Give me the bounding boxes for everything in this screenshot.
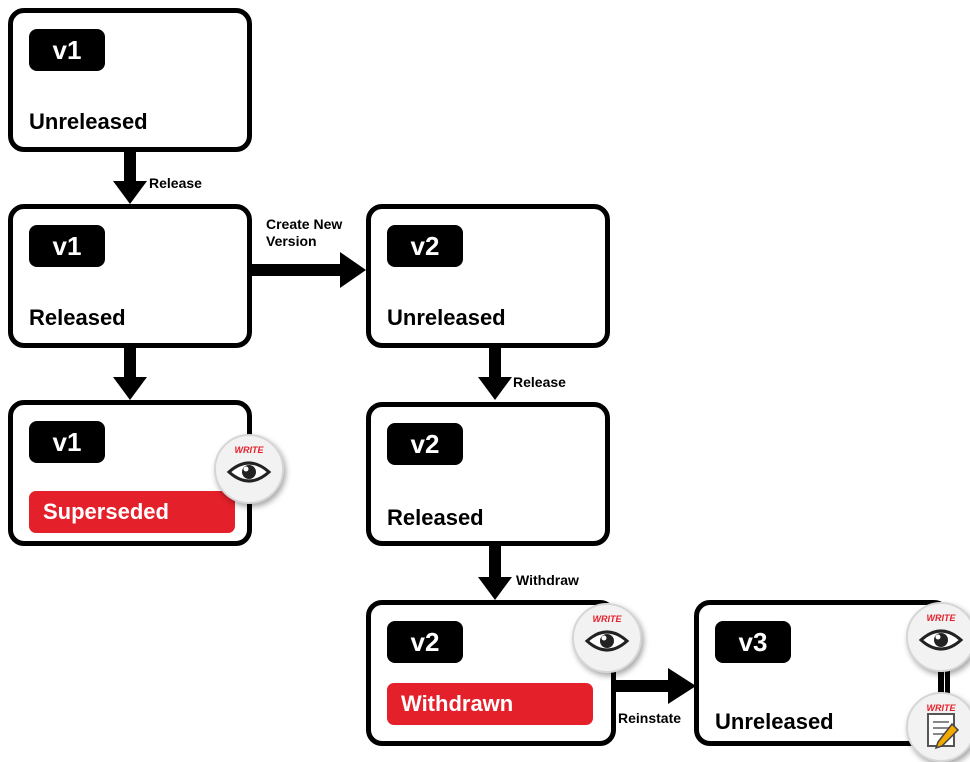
arrow-withdraw-shaft <box>489 545 501 579</box>
label-reinstate: Reinstate <box>618 710 682 726</box>
arrow-supersede-head <box>113 377 147 400</box>
version-badge: v3 <box>715 621 791 663</box>
version-badge: v2 <box>387 423 463 465</box>
arrow-withdraw-head <box>478 577 512 600</box>
label-withdraw: Withdraw <box>516 572 579 588</box>
state-box-v1-released: v1 Released <box>8 204 252 348</box>
status-label: Released <box>387 505 484 530</box>
state-box-v2-unreleased: v2 Unreleased <box>366 204 610 348</box>
write-view-eye-icon: WRITE <box>572 603 642 673</box>
arrow-reinstate-head <box>668 668 696 704</box>
version-badge: v2 <box>387 225 463 267</box>
arrow-create-version-head <box>340 252 366 288</box>
icon-connector-line <box>938 660 944 710</box>
version-badge: v1 <box>29 225 105 267</box>
label-release-2: Release <box>513 374 566 390</box>
arrow-supersede-shaft <box>124 346 136 378</box>
label-create-new-version: Create New Version <box>266 216 343 249</box>
write-view-eye-icon: WRITE <box>906 602 970 672</box>
state-box-v1-unreleased: v1 Unreleased <box>8 8 252 152</box>
version-badge: v1 <box>29 421 105 463</box>
version-badge: v2 <box>387 621 463 663</box>
label-release-1: Release <box>149 175 202 191</box>
state-box-v1-superseded: v1 Superseded <box>8 400 252 546</box>
status-label: Unreleased <box>29 109 148 134</box>
svg-text:WRITE: WRITE <box>593 614 623 624</box>
status-label: Unreleased <box>387 305 506 330</box>
arrow-create-version-shaft <box>252 264 342 276</box>
status-label-superseded: Superseded <box>29 491 235 533</box>
version-badge: v1 <box>29 29 105 71</box>
write-view-eye-icon: WRITE <box>214 434 284 504</box>
svg-text:WRITE: WRITE <box>927 703 957 713</box>
arrow-release-1-shaft <box>124 150 136 182</box>
arrow-release-1-head <box>113 181 147 204</box>
svg-text:WRITE: WRITE <box>927 613 957 623</box>
arrow-reinstate-shaft <box>614 680 674 692</box>
status-label-withdrawn: Withdrawn <box>387 683 593 725</box>
state-box-v2-released: v2 Released <box>366 402 610 546</box>
state-box-v2-withdrawn: v2 Withdrawn <box>366 600 616 746</box>
arrow-release-2-shaft <box>489 346 501 378</box>
write-edit-document-icon: WRITE <box>906 692 970 762</box>
arrow-release-2-head <box>478 377 512 400</box>
status-label: Unreleased <box>715 709 834 734</box>
svg-text:WRITE: WRITE <box>235 445 265 455</box>
status-label: Released <box>29 305 126 330</box>
